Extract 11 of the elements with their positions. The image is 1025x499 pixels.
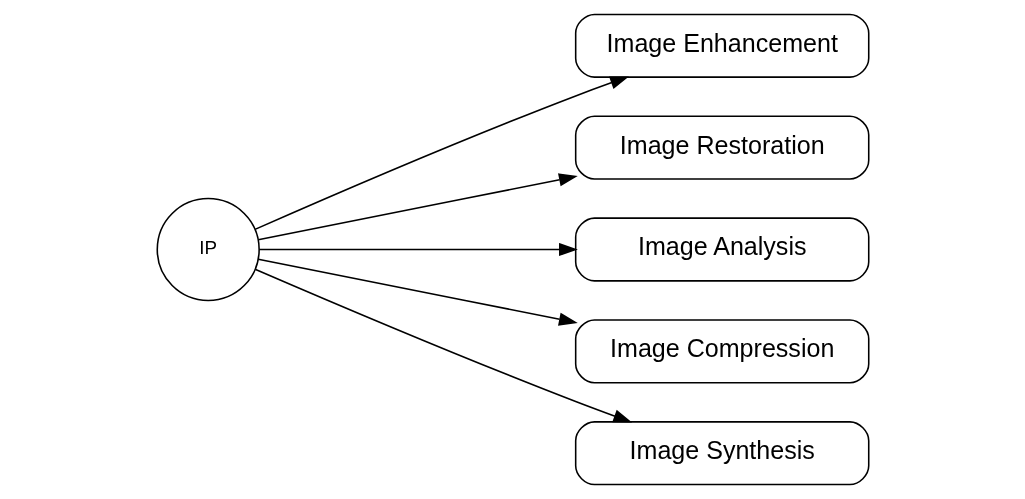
node-box: Image Compression (574, 319, 869, 384)
node-box: Image Synthesis (574, 421, 869, 486)
arrow (254, 268, 632, 423)
arrow (257, 258, 578, 326)
arrow (253, 76, 629, 231)
node-circle: IP (156, 197, 260, 302)
node-box: Image Restoration (574, 115, 869, 180)
node-box: Image Analysis (574, 217, 869, 282)
node-box: Image Enhancement (574, 13, 869, 78)
arrow (257, 242, 578, 257)
arrow (257, 173, 578, 241)
